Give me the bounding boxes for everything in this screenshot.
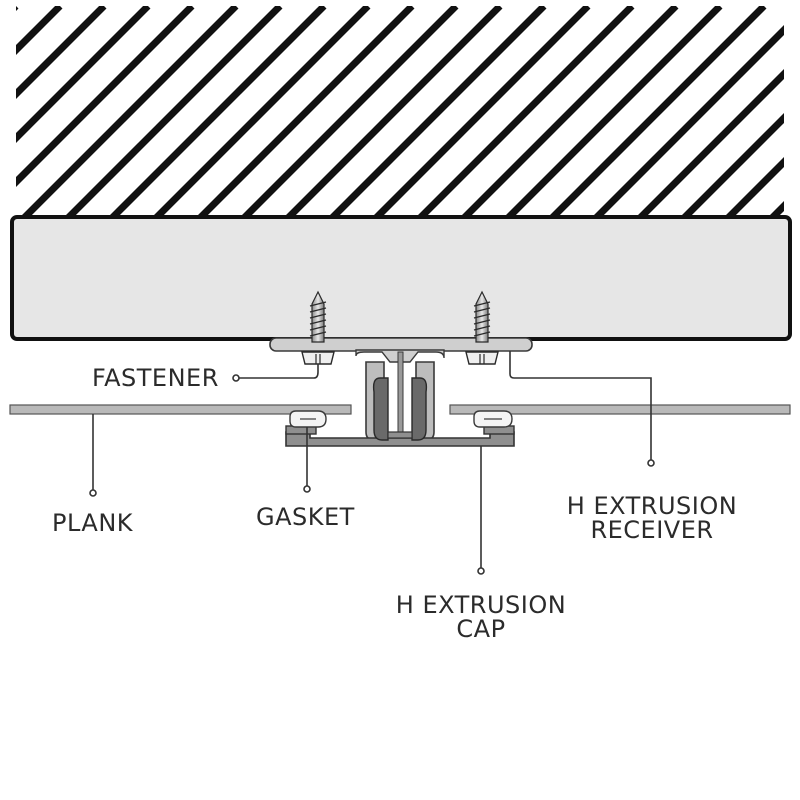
hatch-line [16, 6, 63, 55]
hatch-line [109, 6, 327, 218]
hatch-line [593, 25, 784, 218]
receiver-leader-dot [647, 459, 655, 467]
h-extrusion-cap [285, 377, 515, 447]
hatch-line [197, 6, 415, 218]
hatch-line [153, 6, 371, 218]
fastener-leader [236, 364, 319, 379]
receiver-label-line1: H EXTRUSION [567, 492, 737, 520]
hatch-line [21, 6, 239, 218]
substrate-board [10, 215, 792, 341]
plank-leader-dot [89, 489, 97, 497]
hatch-line [285, 6, 503, 218]
fastener-left [301, 290, 335, 365]
hatch-line [549, 6, 767, 218]
plank-label: PLANK [52, 509, 134, 537]
plank-left [9, 404, 352, 415]
gasket-right [473, 410, 513, 428]
receiver-leader [509, 351, 652, 463]
hatch-line [16, 6, 151, 143]
hatch-line [241, 6, 459, 218]
hatch-line [373, 6, 591, 218]
gasket-label: GASKET [256, 503, 355, 531]
hatch-line [16, 6, 195, 187]
fastener-label: FASTENER [92, 364, 219, 392]
hatch-line [16, 6, 107, 99]
hatch-line [681, 113, 784, 218]
structural-backing-hatch [16, 6, 784, 218]
fastener-leader-dot [232, 374, 240, 382]
plank-right [449, 404, 791, 415]
hatch-line [637, 69, 784, 218]
hatch-line [461, 6, 679, 218]
hatch-line [65, 6, 283, 218]
hatch-line [725, 157, 784, 218]
cap-leader-dot [477, 567, 485, 575]
hatch-line [329, 6, 547, 218]
hatch-line [16, 6, 19, 11]
receiver-label-line2: RECEIVER [590, 516, 713, 544]
hatch-line [417, 6, 635, 218]
cap-label-line1: H EXTRUSION [396, 591, 566, 619]
gasket-leader-dot [303, 485, 311, 493]
cap-label-line2: CAP [456, 615, 505, 643]
gasket-left [289, 410, 327, 428]
hatch-line [505, 6, 723, 218]
fastener-right [465, 290, 499, 365]
